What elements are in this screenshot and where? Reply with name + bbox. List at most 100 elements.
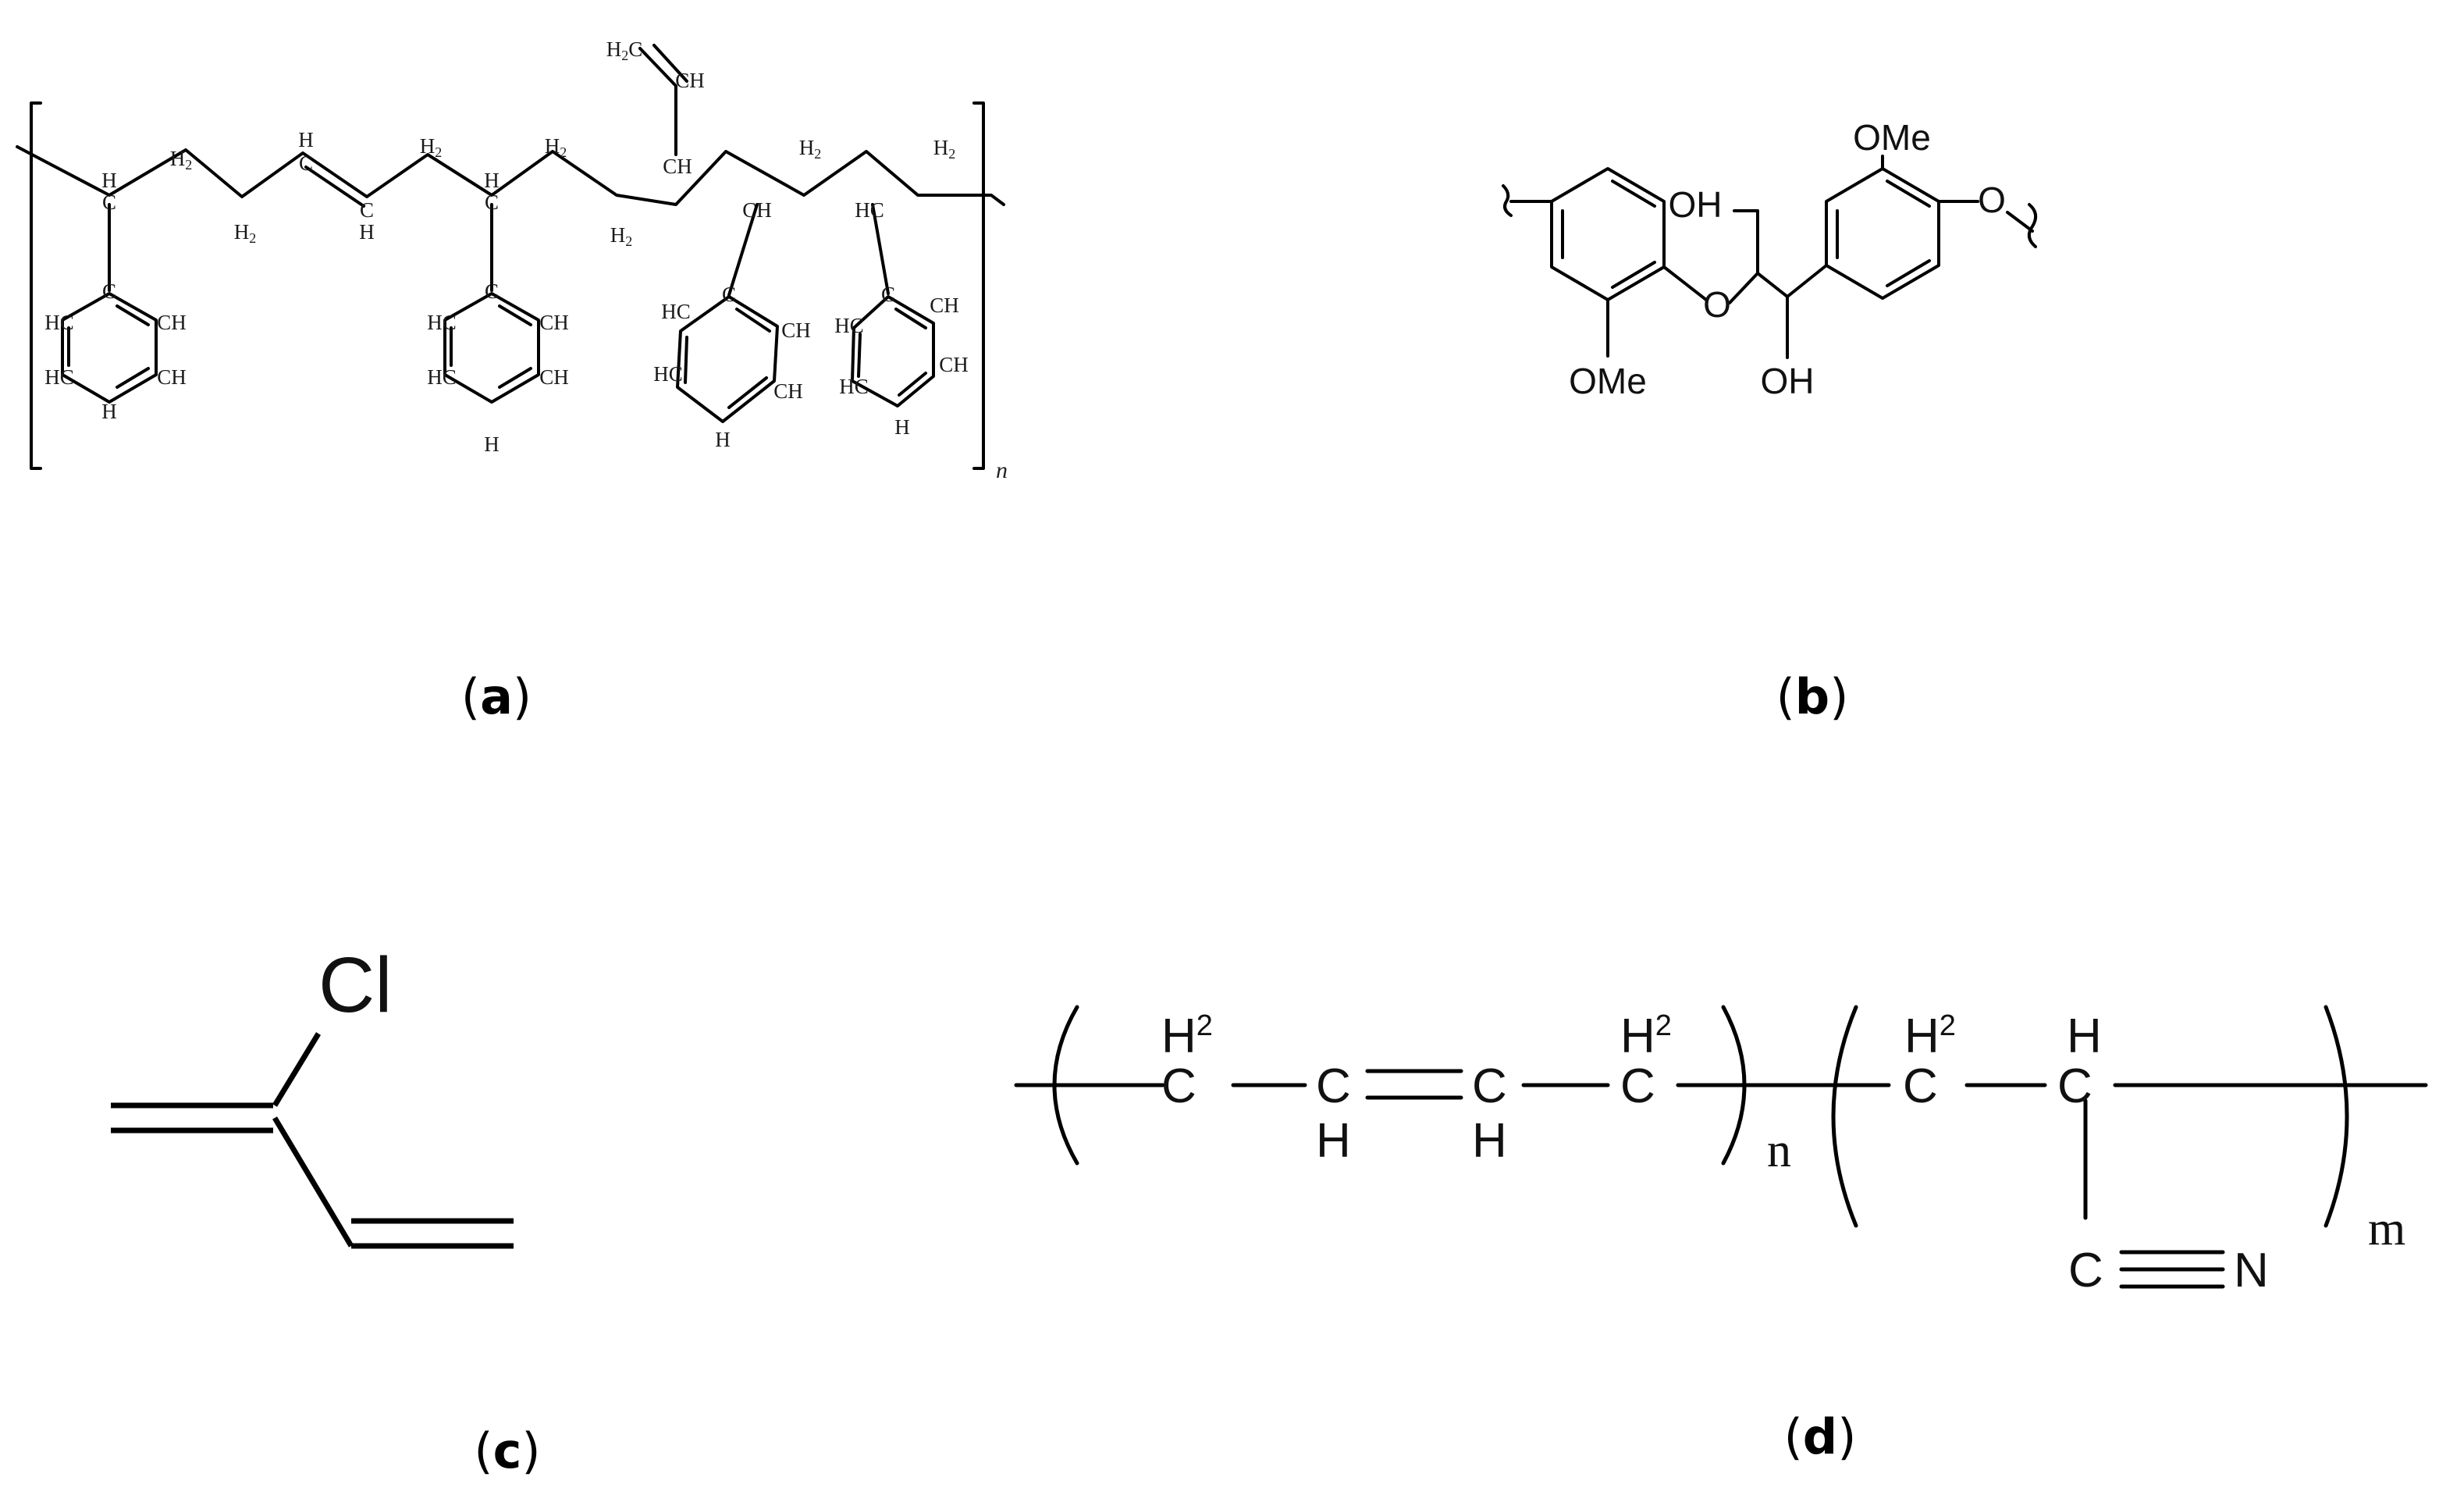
atom-a-ch2-1: H2 [170,147,193,173]
atom-b-oh-top: OH [1669,184,1723,225]
atom-d-c3-h: H [1472,1114,1507,1168]
atom-a-ring4-ch-top: CH [930,294,959,317]
atom-a-ch-9: CH [663,155,692,178]
atom-d-c5-h2: H2 [1904,1009,1956,1063]
bond-o-wavy [2006,211,2034,233]
atom-a-ring3-ch-top: CH [781,319,811,342]
paren-n-left [1052,1005,1079,1166]
atom-d-c3: C [1472,1059,1507,1113]
atom-a-ring2-ch-top: CH [539,311,569,334]
atom-a-ch2-5: H2 [420,134,443,160]
atom-a-ch2-7: H2 [545,134,567,160]
atom-d-c6: C [2057,1059,2092,1113]
panel-label-d: (d) [1784,1408,1857,1465]
atom-d-c1-h2: H2 [1161,1009,1213,1063]
phenyl-ring-3 [676,295,779,423]
atom-d-cn-c: C [2068,1244,2103,1297]
atom-a-ch2-8: H2 [610,223,633,249]
atom-a-ring4-c: C [881,283,895,306]
atom-a-vinyl-h2c: H2C [606,37,643,63]
atom-a-ring1-hc-top: HC [44,311,74,334]
atom-a-ring1-hc-bottom: HC [44,365,74,389]
paren-n-right [1721,1005,1747,1166]
atom-d-c1: C [1161,1059,1196,1113]
atom-a-ring4-ch-bottom: CH [939,353,969,376]
atom-d-c6-h: H [2067,1009,2102,1063]
repeat-index-n: n [996,457,1008,483]
atom-a-ch-10: CH [742,198,772,222]
aromatic-ring-left-inner [1561,180,1656,289]
phenyl-ring-2-inner [450,304,532,389]
atom-a-ring2-c: C [485,279,499,303]
panel-b-atom-labels: OMe OH O O OMe OH [1569,117,2006,401]
wavy-bond-left [1502,184,1513,217]
atom-b-oh-bottom: OH [1761,361,1815,401]
atom-a-ch-4-c: C [360,198,374,222]
repeat-index-d-n: n [1767,1124,1791,1177]
backbone [16,145,1005,206]
bond-ch2oh [1733,209,1759,275]
atom-a-ring4-h: H [894,415,910,439]
triple-bond-cn [2119,1250,2225,1289]
atom-a-ch-1-h: H [101,169,117,192]
atom-a-ring1-ch-top: CH [157,311,187,334]
phenyl-ring-4-inner [857,308,927,397]
atom-c-cl: Cl [318,941,392,1029]
phenyl-ring-1 [61,292,158,404]
atom-a-ring4-hc-top: HC [834,314,864,337]
paren-m-left [1831,1005,1858,1228]
atom-a-vinyl-ch: CH [675,69,705,92]
atom-d-c5: C [1903,1059,1938,1113]
aromatic-ring-right [1825,167,1940,300]
atom-b-ome-bottom: OMe [1569,361,1647,401]
paren-m-right [2324,1005,2349,1228]
aromatic-ring-left [1550,167,1666,301]
atom-a-ring2-hc-top: HC [427,311,457,334]
vinyl-double-bond [652,44,688,83]
stem-4 [871,203,890,295]
atom-a-ch-3-c: C [299,151,313,175]
atom-a-ring3-hc-top: HC [661,300,691,323]
atom-a-ch-6-c: C [485,190,499,214]
backbone-double-bond [304,166,365,208]
phenyl-ring-1-inner [67,304,150,389]
atom-a-ring1-h: H [101,400,117,423]
atom-d-c2: C [1316,1059,1351,1113]
atom-a-ch-3-h: H [298,128,314,151]
wavy-bond-right [2027,203,2038,248]
panel-label-a: (a) [461,668,532,725]
bracket-right [972,101,985,470]
atom-d-cn-n: N [2234,1244,2269,1297]
atom-a-ring3-h: H [715,428,731,451]
atom-a-ring2-h: H [484,432,500,456]
ether-linkage [1662,265,1789,359]
atom-a-ch-1-c: C [102,190,116,214]
panel-d-structure [1014,1005,2428,1289]
bond-chain [272,1116,354,1248]
double-bond-d-c2-c3 [1365,1069,1463,1100]
atom-a-ring3-c: C [722,283,736,306]
atom-b-o-right: O [1978,180,2006,220]
atom-a-ch2-13: H2 [933,136,956,162]
bond-to-cl [272,1032,321,1107]
panel-label-b: (b) [1776,668,1849,725]
repeat-index-d-m: m [2368,1202,2405,1255]
atom-a-ring3-hc-bottom: HC [653,362,683,386]
atom-a-ch2-11: H2 [799,136,822,162]
panel-a-atom-labels: H C H2 H2 H C C H H2 H C H2 H2 CH H2C CH… [44,37,969,456]
atom-a-ch-6-h: H [484,169,500,192]
atom-b-o-mid: O [1703,284,1731,325]
aromatic-ring-right-inner [1836,180,1931,287]
bond-to-right-ring [1786,264,1828,298]
phenyl-ring-2 [443,292,540,404]
atom-a-ring4-hc-bottom: HC [839,375,869,398]
atom-a-ring1-c: C [102,279,116,303]
bracket-left [30,101,42,470]
atom-d-c4-h2: H2 [1620,1009,1672,1063]
atom-a-ch2-2: H2 [234,220,257,246]
atom-a-ring2-hc-bottom: HC [427,365,457,389]
atom-a-ring3-ch-bottom: CH [773,379,803,403]
panel-a-structure: n [16,44,1008,483]
phenyl-ring-3-inner [684,308,771,409]
